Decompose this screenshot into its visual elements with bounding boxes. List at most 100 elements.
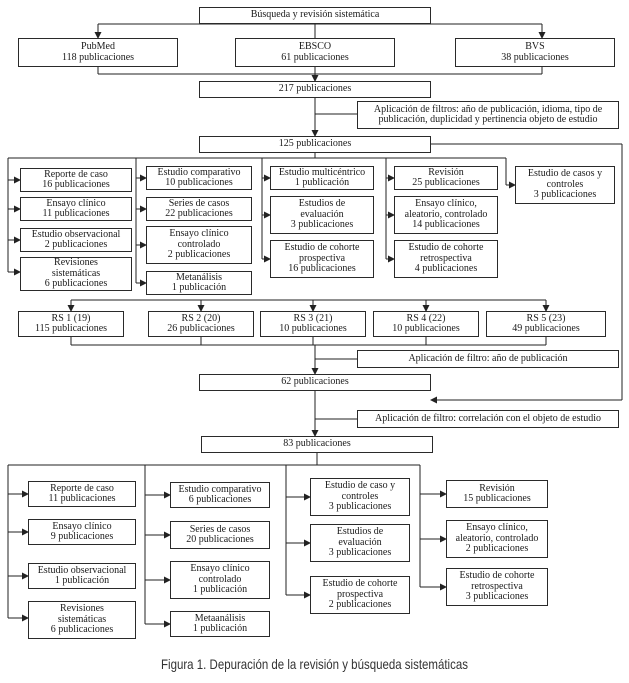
type-count: 3 publicaciones bbox=[290, 219, 354, 231]
db-count: 61 publicaciones bbox=[281, 51, 349, 63]
type-name: Revisiones bbox=[60, 603, 104, 615]
type-box: Estudio de caso y controles 3 publicacio… bbox=[310, 478, 410, 516]
type-name: retrospectiva bbox=[471, 580, 523, 592]
rs-count: 10 publicaciones bbox=[279, 323, 347, 334]
type-count: 14 publicaciones bbox=[412, 219, 480, 231]
rs-count: 115 publicaciones bbox=[34, 323, 108, 334]
type-box: Estudio observacional 2 publicaciones bbox=[20, 228, 132, 252]
type-name: Ensayo clínico, bbox=[466, 522, 528, 534]
total-83: 83 publicaciones bbox=[283, 438, 351, 450]
type-box: Estudio de cohorte prospectiva 16 public… bbox=[270, 240, 374, 278]
type-name: sistemáticas bbox=[51, 267, 101, 279]
total-83-box: 83 publicaciones bbox=[201, 436, 433, 453]
type-box: Ensayo clínico 11 publicaciones bbox=[20, 197, 132, 221]
db-box-pubmed: PubMed 118 publicaciones bbox=[18, 38, 178, 67]
type-name: Estudio comparativo bbox=[157, 166, 241, 178]
total-125-box: 125 publicaciones bbox=[199, 136, 431, 153]
type-name: Series de casos bbox=[168, 197, 230, 209]
type-name: controles bbox=[546, 178, 584, 190]
type-count: 10 publicaciones bbox=[165, 177, 233, 188]
type-name: aleatorio, controlado bbox=[455, 532, 539, 544]
type-count: 3 publicaciones bbox=[533, 189, 597, 201]
type-count: 22 publicaciones bbox=[165, 208, 233, 219]
type-name: Estudio observacional bbox=[31, 228, 121, 240]
type-box: Series de casos 20 publicaciones bbox=[170, 521, 270, 549]
type-count: 9 publicaciones bbox=[50, 531, 114, 542]
db-name: PubMed bbox=[81, 41, 115, 52]
rs-count: 49 publicaciones bbox=[512, 323, 580, 334]
type-box: Estudio multicéntrico 1 publicación bbox=[270, 166, 374, 190]
filter-3-box: Aplicación de filtro: correlación con el… bbox=[357, 410, 619, 428]
type-box: Revisión 15 publicaciones bbox=[446, 480, 548, 508]
rs-count: 26 publicaciones bbox=[167, 323, 235, 334]
rs-name: RS 5 (23) bbox=[526, 312, 566, 324]
rs-name: RS 3 (21) bbox=[293, 312, 333, 324]
figure-caption: Figura 1. Depuración de la revisión y bú… bbox=[161, 656, 468, 672]
total-217-box: 217 publicaciones bbox=[199, 81, 431, 98]
type-count: 2 publicaciones bbox=[465, 543, 529, 555]
search-box: Búsqueda y revisión sistemática bbox=[199, 7, 431, 24]
type-name: Estudio de cohorte bbox=[322, 578, 398, 590]
type-count: 11 publicaciones bbox=[42, 208, 110, 219]
type-count: 20 publicaciones bbox=[186, 534, 254, 545]
type-box: Revisión 25 publicaciones bbox=[394, 166, 498, 190]
type-box: Metanálisis 1 publicación bbox=[146, 271, 252, 295]
type-name: retrospectiva bbox=[420, 252, 472, 264]
type-count: 6 publicaciones bbox=[50, 624, 114, 636]
type-count: 3 publicaciones bbox=[328, 547, 392, 559]
type-name: Estudio comparativo bbox=[178, 483, 262, 495]
type-name: Metaanálisis bbox=[194, 612, 246, 624]
type-count: 16 publicaciones bbox=[288, 263, 356, 275]
type-name: Estudio de cohorte bbox=[408, 242, 484, 254]
type-count: 15 publicaciones bbox=[463, 493, 531, 504]
type-box: Ensayo clínico, aleatorio, controlado 14… bbox=[394, 196, 498, 234]
type-name: Revisión bbox=[479, 482, 515, 494]
type-name: Estudios de bbox=[336, 526, 384, 538]
db-count: 118 publicaciones bbox=[61, 51, 135, 63]
total-217: 217 publicaciones bbox=[278, 83, 352, 95]
filter-1-line2: publicación, duplicidad y pertinencia ob… bbox=[378, 114, 598, 125]
db-box-bvs: BVS 38 publicaciones bbox=[455, 38, 615, 67]
type-box: Estudios de evaluación 3 publicaciones bbox=[310, 524, 410, 562]
type-count: 1 publicación bbox=[192, 623, 248, 634]
type-count: 11 publicaciones bbox=[48, 493, 116, 504]
type-name: Revisiones bbox=[54, 257, 98, 269]
filter-1-line1: Aplicación de filtros: año de publicació… bbox=[373, 103, 603, 115]
rs-count: 10 publicaciones bbox=[392, 323, 460, 334]
type-name: Ensayo clínico bbox=[52, 520, 112, 532]
type-box: Ensayo clínico controlado 2 publicacione… bbox=[146, 226, 252, 264]
filter-2-text: Aplicación de filtro: año de publicación bbox=[408, 352, 568, 364]
type-name: Ensayo clínico, bbox=[415, 198, 477, 210]
rs-box: RS 4 (22) 10 publicaciones bbox=[373, 311, 479, 337]
type-box: Metaanálisis 1 publicación bbox=[170, 611, 270, 637]
db-name: BVS bbox=[525, 41, 545, 52]
type-box: Estudio observacional 1 publicación bbox=[28, 563, 136, 589]
type-count: 6 publicaciones bbox=[188, 494, 252, 505]
type-box: Estudio comparativo 10 publicaciones bbox=[146, 166, 252, 190]
type-count: 3 publicaciones bbox=[328, 501, 392, 513]
type-name: Estudio de casos y bbox=[527, 168, 603, 180]
type-name: Ensayo clínico bbox=[190, 563, 250, 575]
type-name: controlado bbox=[177, 238, 221, 250]
type-name: Metanálisis bbox=[175, 271, 223, 283]
type-count: 3 publicaciones bbox=[465, 591, 529, 603]
type-box: Revisiones sistemáticas 6 publicaciones bbox=[20, 257, 132, 291]
type-name: evaluación bbox=[338, 536, 382, 548]
type-name: controles bbox=[341, 490, 379, 502]
type-name: Ensayo clínico bbox=[46, 197, 106, 209]
type-count: 2 publicaciones bbox=[328, 599, 392, 611]
type-name: Revisión bbox=[428, 166, 464, 178]
total-62-box: 62 publicaciones bbox=[199, 374, 431, 391]
type-name: prospectiva bbox=[336, 588, 384, 600]
type-box: Estudio de cohorte retrospectiva 4 publi… bbox=[394, 240, 498, 278]
rs-name: RS 1 (19) bbox=[51, 312, 91, 324]
type-name: Estudios de bbox=[298, 198, 346, 210]
type-box: Series de casos 22 publicaciones bbox=[146, 197, 252, 221]
type-box: Estudio comparativo 6 publicaciones bbox=[170, 482, 270, 508]
type-box: Reporte de caso 11 publicaciones bbox=[28, 481, 136, 507]
type-count: 1 publicación bbox=[294, 177, 350, 188]
filter-2-box: Aplicación de filtro: año de publicación bbox=[357, 350, 619, 368]
type-box: Ensayo clínico controlado 1 publicación bbox=[170, 561, 270, 599]
db-name: EBSCO bbox=[298, 41, 332, 52]
